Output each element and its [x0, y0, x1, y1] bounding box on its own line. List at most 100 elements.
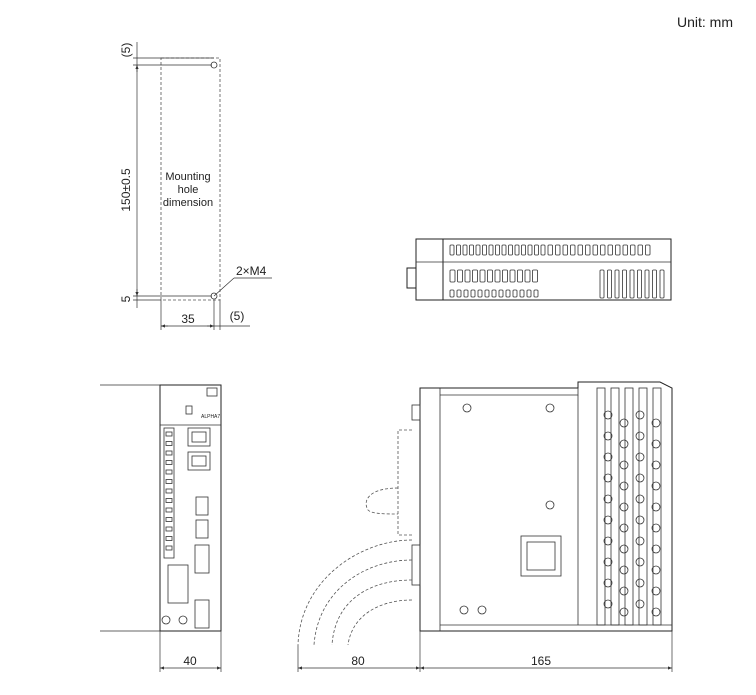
mounting-label-line3: dimension	[163, 197, 213, 209]
front-motor-connector	[194, 599, 210, 629]
unit-label: Unit: mm	[677, 14, 733, 30]
top-vent-slot	[637, 244, 643, 256]
top-view	[406, 238, 672, 301]
front-rj45-jack-1	[191, 431, 207, 443]
top-vent-slot	[488, 244, 494, 256]
heatsink-hole	[651, 523, 661, 533]
top-view-vent-slots	[449, 244, 665, 299]
heatsink-hole	[619, 439, 629, 449]
top-vent-slot	[472, 269, 478, 283]
top-vent-slot	[607, 244, 613, 256]
side-hole-5	[477, 605, 487, 615]
cable-dash-box	[397, 429, 412, 536]
heatsink-hole	[619, 418, 629, 428]
heatsink-hole	[635, 431, 645, 441]
front-terminal-pin	[165, 545, 173, 551]
top-vent-slot	[592, 244, 598, 256]
cable-dash-4	[347, 599, 413, 646]
top-fin-slot	[607, 269, 612, 299]
top-vent-slot	[456, 289, 462, 298]
heatsink-hole	[619, 460, 629, 470]
heatsink-hole	[603, 431, 613, 441]
top-vent-slot	[645, 244, 651, 256]
side-cable-outlines	[297, 429, 413, 646]
mounting-label-line1: Mounting	[165, 171, 210, 183]
heatsink-hole	[635, 452, 645, 462]
heatsink-hole	[651, 439, 661, 449]
screw-callout: 2×M4	[236, 264, 267, 278]
heatsink-hole	[603, 515, 613, 525]
top-vent-slot	[464, 269, 471, 283]
top-view-front-tab	[406, 267, 417, 289]
top-vent-slot	[517, 269, 523, 283]
dim-depth-165: 165	[531, 654, 551, 668]
heatsink-hole	[651, 502, 661, 512]
heatsink-hole	[635, 515, 645, 525]
front-terminal-pin	[165, 526, 173, 532]
top-fin-slot	[644, 269, 650, 299]
screw-leader	[213, 277, 235, 297]
top-fin-slot	[614, 269, 620, 299]
front-power-terminal	[167, 564, 189, 604]
top-vent-slot	[519, 289, 525, 298]
heatsink-hole	[635, 410, 645, 420]
front-terminal-pin	[165, 488, 173, 494]
heatsink-hole	[651, 481, 661, 491]
front-terminal-pin	[165, 460, 173, 465]
heatsink-hole	[651, 460, 661, 470]
side-label-inner	[526, 541, 556, 571]
top-vent-slot	[477, 289, 483, 298]
top-vent-slot	[508, 244, 513, 256]
side-panel-top	[440, 388, 579, 396]
top-vent-slot	[512, 289, 518, 298]
top-fin-slot	[637, 269, 642, 299]
heatsink-hole	[603, 410, 613, 420]
top-vent-slot	[457, 269, 463, 283]
heatsink-fin	[638, 387, 648, 626]
side-view-body	[419, 381, 673, 632]
top-vent-slot	[622, 244, 628, 256]
top-vent-slot	[505, 289, 511, 298]
front-terminal-pin	[165, 469, 173, 475]
top-vent-slot	[487, 269, 493, 283]
heatsink-hole	[635, 557, 645, 567]
top-vent-slot	[475, 244, 481, 256]
top-vent-slot	[562, 244, 568, 256]
dim-height-150: 150±0.5	[119, 168, 133, 212]
heatsink-hole	[651, 544, 661, 554]
top-fin-slot	[599, 269, 605, 299]
top-vent-slot	[449, 269, 456, 283]
heatsink-hole	[603, 473, 613, 483]
dim-side-offset: (5)	[230, 309, 245, 323]
dim-top-offset: (5)	[119, 43, 133, 58]
heatsink-hole	[635, 536, 645, 546]
side-front-tab-mid	[411, 544, 421, 586]
mounting-outline	[160, 57, 221, 301]
side-heatsink-fins	[596, 387, 662, 626]
front-view-body	[159, 384, 222, 632]
front-terminal-pin	[165, 517, 173, 522]
front-usb-port	[195, 496, 209, 516]
top-vent-slot	[630, 244, 636, 256]
top-vent-slot	[555, 244, 561, 256]
front-terminal-pin	[165, 498, 173, 503]
heatsink-fin	[610, 387, 620, 626]
heatsink-hole	[619, 544, 629, 554]
top-vent-slot	[502, 269, 508, 283]
top-fin-slot	[652, 269, 657, 299]
top-vent-slot	[532, 269, 538, 283]
front-terminal-pin	[165, 507, 173, 513]
top-vent-slot	[470, 289, 476, 298]
heatsink-hole	[651, 607, 661, 617]
heatsink-hole	[603, 494, 613, 504]
heatsink-hole	[619, 523, 629, 533]
heatsink-hole	[603, 557, 613, 567]
top-vent-slot	[456, 244, 461, 256]
side-label-area	[520, 535, 562, 577]
top-vent-slot	[509, 269, 516, 283]
top-vent-slot	[615, 244, 621, 256]
front-terminal-marks	[165, 431, 173, 551]
mounting-hole-view: Mounting hole dimension (5) 150±0.5 5 35…	[119, 42, 272, 330]
dim-front-width-40: 40	[183, 654, 197, 668]
